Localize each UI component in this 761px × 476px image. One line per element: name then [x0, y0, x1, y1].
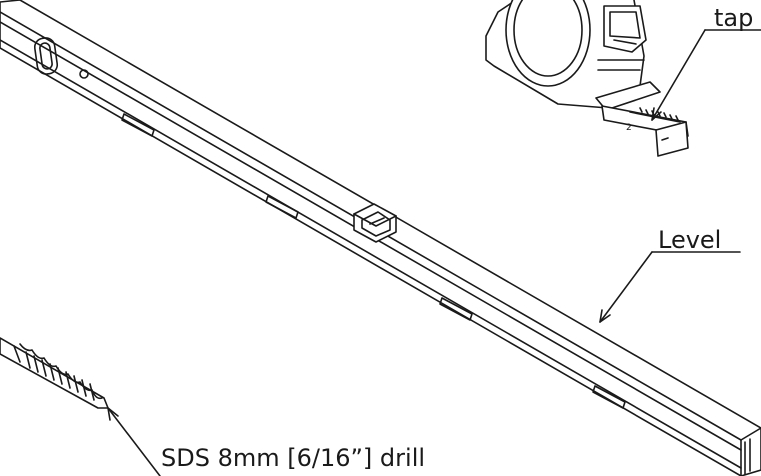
label-drill: SDS 8mm [6/16”] drill [161, 444, 426, 472]
tape-blade-number: 2 [626, 123, 632, 133]
tape-measure [485, 0, 689, 157]
level-hang-hole [79, 69, 89, 79]
callout-tape-leader [651, 29, 761, 121]
label-level: Level [658, 226, 722, 254]
callout-level-leader [599, 251, 741, 323]
sds-drill-bit [0, 337, 109, 409]
label-tape: tap [714, 4, 754, 32]
level-end-vial [33, 37, 59, 75]
callout-drill-leader [107, 407, 161, 476]
level-center-vial [353, 203, 397, 243]
